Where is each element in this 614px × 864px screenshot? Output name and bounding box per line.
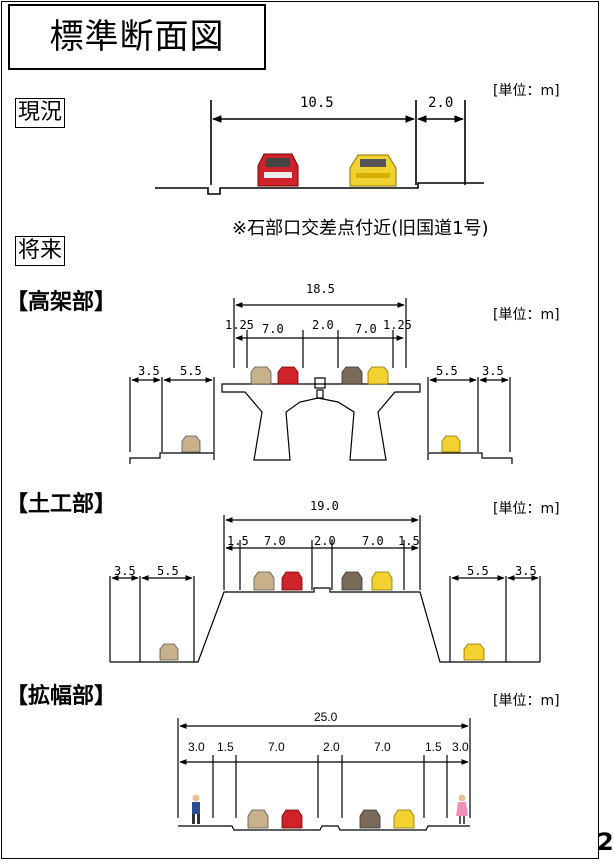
widening-dim-4: 2.0 xyxy=(323,740,340,754)
earthwork-left-2: 5.5 xyxy=(157,564,179,578)
elevated-left-1: 3.5 xyxy=(138,364,160,378)
earthwork-total: 19.0 xyxy=(310,499,339,513)
elevated-cars xyxy=(181,366,461,453)
earthwork-label: 【土工部】 xyxy=(6,492,117,517)
elevated-label: 【高架部】 xyxy=(6,290,117,315)
earthwork-unit: [単位：m] xyxy=(493,501,560,517)
widening-dim-2: 1.5 xyxy=(217,740,234,754)
page-border xyxy=(1,1,599,859)
current-yellow-car xyxy=(349,154,397,187)
widening-dim-3: 7.0 xyxy=(268,740,285,754)
elevated-dim-2: 7.0 xyxy=(262,322,284,336)
widening-section xyxy=(177,718,471,831)
current-unit: [単位：m] xyxy=(493,83,560,99)
elevated-section xyxy=(129,298,513,464)
elevated-dim-5: 1.25 xyxy=(383,318,412,332)
earthwork-right-1: 5.5 xyxy=(467,564,489,578)
widening-unit: [単位：m] xyxy=(493,693,560,709)
elevated-dim-3: 2.0 xyxy=(312,318,334,332)
earthwork-dim-4: 7.0 xyxy=(362,534,384,548)
current-red-car xyxy=(257,153,299,187)
elevated-right-2: 3.5 xyxy=(482,364,504,378)
widening-dim-7: 3.0 xyxy=(452,740,469,754)
elevated-left-2: 5.5 xyxy=(180,364,202,378)
current-width-road: 10.5 xyxy=(300,95,334,111)
elevated-unit: [単位：m] xyxy=(493,307,560,323)
widening-cars xyxy=(247,809,415,829)
current-section xyxy=(155,100,484,195)
future-label: 将来 xyxy=(15,236,66,266)
widening-label: 【拡幅部】 xyxy=(6,684,117,709)
earthwork-dim-1: 1.5 xyxy=(227,534,249,548)
earthwork-dim-2: 7.0 xyxy=(264,534,286,548)
widening-dim-5: 7.0 xyxy=(374,740,391,754)
current-note: ※石部口交差点付近(旧国道1号) xyxy=(232,218,489,239)
elevated-dim-4: 7.0 xyxy=(355,322,377,336)
earthwork-right-2: 3.5 xyxy=(515,564,537,578)
elevated-right-1: 5.5 xyxy=(436,364,458,378)
earthwork-dim-3: 2.0 xyxy=(314,534,336,548)
widening-pedestrians xyxy=(192,794,468,824)
widening-dim-6: 1.5 xyxy=(425,740,442,754)
current-width-side: 2.0 xyxy=(428,95,454,111)
current-label: 現況 xyxy=(15,98,66,128)
widening-dim-1: 3.0 xyxy=(188,740,205,754)
earthwork-section xyxy=(109,515,541,663)
earthwork-cars xyxy=(159,571,485,661)
earthwork-left-1: 3.5 xyxy=(114,564,136,578)
elevated-dim-1: 1.25 xyxy=(225,318,254,332)
widening-total: 25.0 xyxy=(314,710,338,724)
page-number: 2 xyxy=(597,828,614,856)
diagram-title: 標準断面図 xyxy=(8,4,266,70)
elevated-total: 18.5 xyxy=(306,282,335,296)
